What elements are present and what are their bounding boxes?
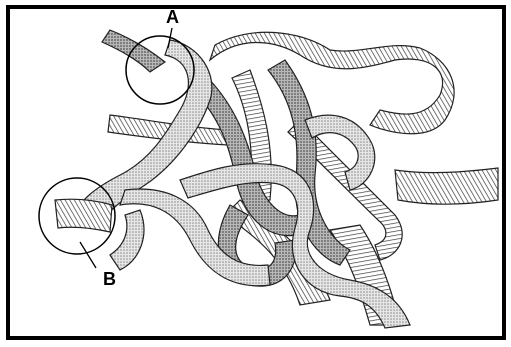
label-a: A xyxy=(166,8,179,26)
leader-line-b xyxy=(80,242,96,268)
ribbon-c-terminus xyxy=(55,199,112,232)
label-b: B xyxy=(103,270,116,288)
highlight-circle-a xyxy=(126,36,194,104)
